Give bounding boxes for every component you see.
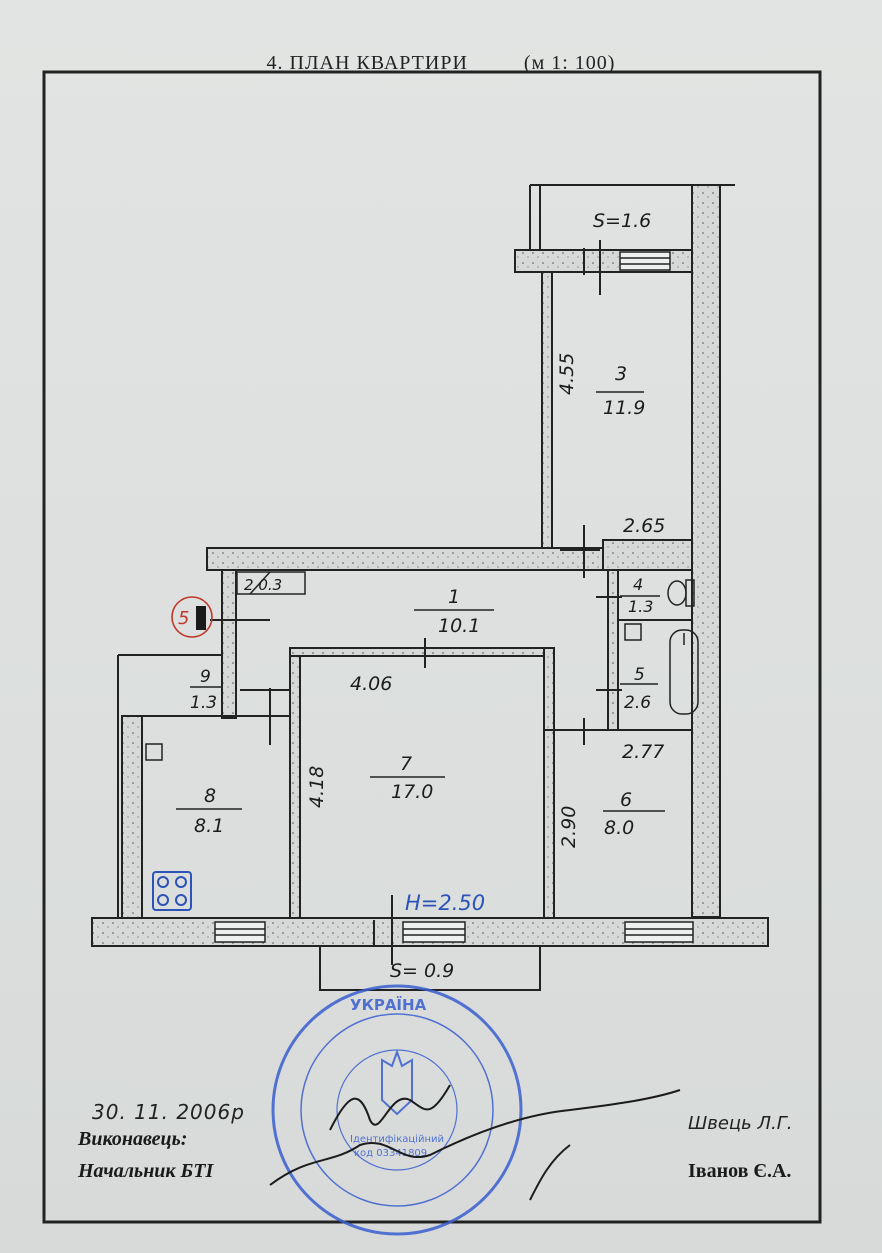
room-8-number: 8: [204, 785, 216, 807]
room-4-area: 1.3: [628, 597, 653, 616]
ceiling-height: H=2.50: [405, 891, 485, 915]
wall-corridor-top: [206, 547, 608, 571]
fraction-lines: [176, 391, 665, 812]
signature-3: [529, 1144, 571, 1201]
plan-scale: (м 1: 100): [523, 52, 616, 74]
stamp-center-line2: код 03341809: [354, 1148, 427, 1159]
dim-455: 4.55: [556, 353, 578, 395]
room-1-number: 1: [448, 586, 460, 608]
plumbing: [145, 579, 699, 761]
kitchen-sink-icon: [145, 743, 163, 761]
wall-right: [691, 184, 721, 918]
wall-room3-left: [541, 271, 553, 551]
wall-corridor-left: [221, 569, 237, 719]
dim-418: 4.18: [306, 766, 328, 808]
official-stamp: УКРАЇНА Ідентифікаційний код 03341809: [271, 984, 523, 1236]
room-4-number: 4: [633, 575, 643, 594]
head-name: Іванов Є.А.: [688, 1160, 792, 1182]
executor-label: Виконавець:: [78, 1128, 188, 1150]
plan-title-text: 4. ПЛАН КВАРТИРИ: [266, 52, 468, 74]
marker-5-label: 5: [178, 608, 189, 629]
room-3-number: 3: [615, 363, 627, 385]
dim-265: 2.65: [623, 515, 665, 537]
sink-icon: [624, 623, 642, 641]
signature-2: [269, 1089, 681, 1186]
room-6-area: 8.0: [604, 817, 634, 839]
room-8-area: 8.1: [194, 815, 224, 837]
dim-277: 2.77: [622, 741, 664, 763]
window-balcony: [619, 251, 671, 271]
room-1-area: 10.1: [438, 615, 480, 637]
room-7-area: 17.0: [391, 781, 433, 803]
balcony-bottom-area: S= 0.9: [390, 960, 454, 982]
balcony-top-area: S=1.6: [593, 210, 651, 232]
room-5-area: 2.6: [624, 693, 651, 713]
marker-5: 5: [171, 596, 213, 638]
signature-1: [329, 1084, 451, 1131]
wall-bath-top: [602, 539, 693, 571]
room-6-number: 6: [620, 789, 632, 811]
bathtub-icon: [669, 629, 699, 715]
toilet-icon: [667, 580, 687, 606]
wall-room7-right: [543, 647, 555, 919]
closet-2-label: 2 0.3: [244, 576, 282, 594]
room-9-number: 9: [200, 667, 211, 687]
executor-signature: Швець Л.Г.: [688, 1113, 793, 1134]
room-3-area: 11.9: [603, 397, 645, 419]
dim-406: 4.06: [350, 673, 392, 695]
wall-bath-left: [607, 569, 619, 731]
wall-kitchen-left: [121, 715, 143, 919]
room-5-number: 5: [634, 665, 645, 685]
stove-icon: [152, 871, 192, 911]
windows: [214, 251, 694, 943]
page-frame: [42, 70, 822, 1224]
wall-room7-left: [289, 647, 301, 919]
window-kitchen: [214, 921, 266, 943]
trident-icon: [381, 1049, 413, 1116]
room-9-area: 1.3: [190, 693, 217, 713]
doors: [210, 240, 622, 965]
plan-title: 4. ПЛАН КВАРТИРИ (м 1: 100): [0, 52, 882, 75]
closet-2: [236, 571, 306, 595]
wall-room7-top: [289, 647, 547, 657]
window-room6: [624, 921, 694, 943]
stamp-country: УКРАЇНА: [350, 995, 427, 1014]
document-date: 30. 11. 2006р: [92, 1100, 245, 1124]
head-label: Начальник БТІ: [78, 1160, 214, 1182]
signatures: [269, 1084, 681, 1201]
window-room7: [402, 921, 466, 943]
room-7-number: 7: [400, 753, 412, 775]
dim-290: 2.90: [558, 806, 580, 848]
